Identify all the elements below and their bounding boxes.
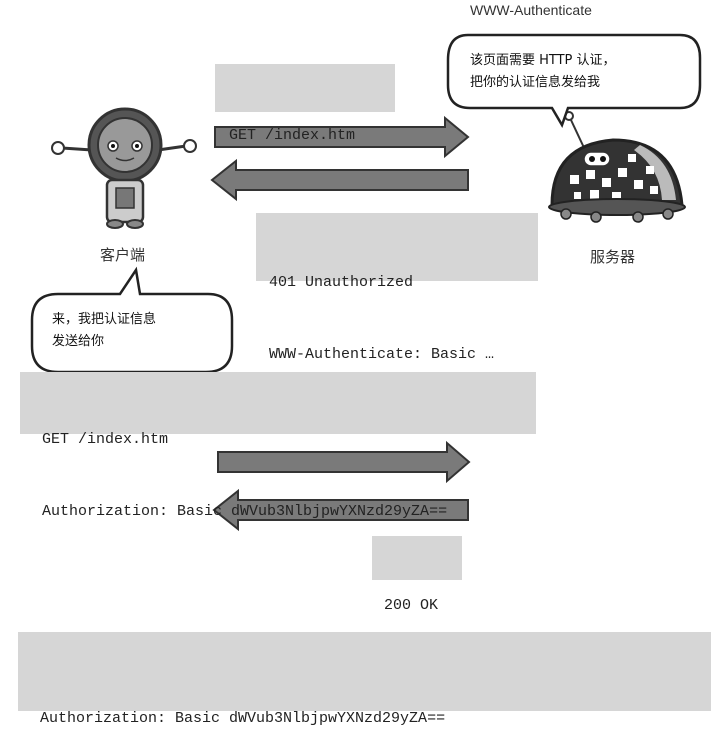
response-box-1: 401 Unauthorized WWW-Authenticate: Basic… bbox=[256, 213, 538, 363]
header-title: WWW-Authenticate bbox=[470, 2, 592, 18]
arrow-left-response-2 bbox=[212, 488, 469, 532]
client-bubble-line2: 发送给你 bbox=[52, 334, 105, 349]
server-bubble-line1: 该页面需要 HTTP 认证， bbox=[470, 53, 616, 68]
footer-authorization-box: Authorization: Basic dWVub3NlbjpwYXNzd29… bbox=[18, 632, 711, 727]
request-line: GET /index.htm bbox=[42, 431, 169, 448]
client-label: 客户端 bbox=[100, 246, 146, 264]
request-box-1: GET /index.htm bbox=[215, 64, 395, 144]
server-bubble-line2: 把你的认证信息发给我 bbox=[470, 75, 601, 90]
response-box-2: 200 OK bbox=[372, 536, 462, 614]
status-line: 401 Unauthorized bbox=[269, 274, 414, 291]
server-label: 服务器 bbox=[590, 248, 636, 266]
client-bubble-line1: 来，我把认证信息 bbox=[52, 312, 157, 327]
client-robot-icon bbox=[51, 107, 197, 229]
status-line: 200 OK bbox=[384, 597, 439, 614]
header-line: WWW-Authenticate: Basic … bbox=[269, 346, 495, 363]
client-bubble-text: 来，我把认证信息 发送给你 bbox=[52, 309, 222, 353]
server-robot-icon bbox=[548, 111, 686, 223]
server-speech-bubble bbox=[446, 33, 702, 128]
request-box-2: GET /index.htm Authorization: Basic dWVu… bbox=[20, 372, 536, 520]
client-speech-bubble bbox=[30, 266, 234, 374]
arrow-right-request-2 bbox=[217, 440, 471, 484]
server-bubble-text: 该页面需要 HTTP 认证， 把你的认证信息发给我 bbox=[470, 50, 690, 94]
request-line: GET /index.htm bbox=[229, 127, 356, 144]
authorization-header-line: Authorization: Basic dWVub3NlbjpwYXNzd29… bbox=[42, 503, 448, 520]
arrow-right-request-1 bbox=[214, 115, 470, 159]
diagram-graphics bbox=[30, 33, 702, 532]
arrow-left-response-1 bbox=[210, 158, 469, 202]
